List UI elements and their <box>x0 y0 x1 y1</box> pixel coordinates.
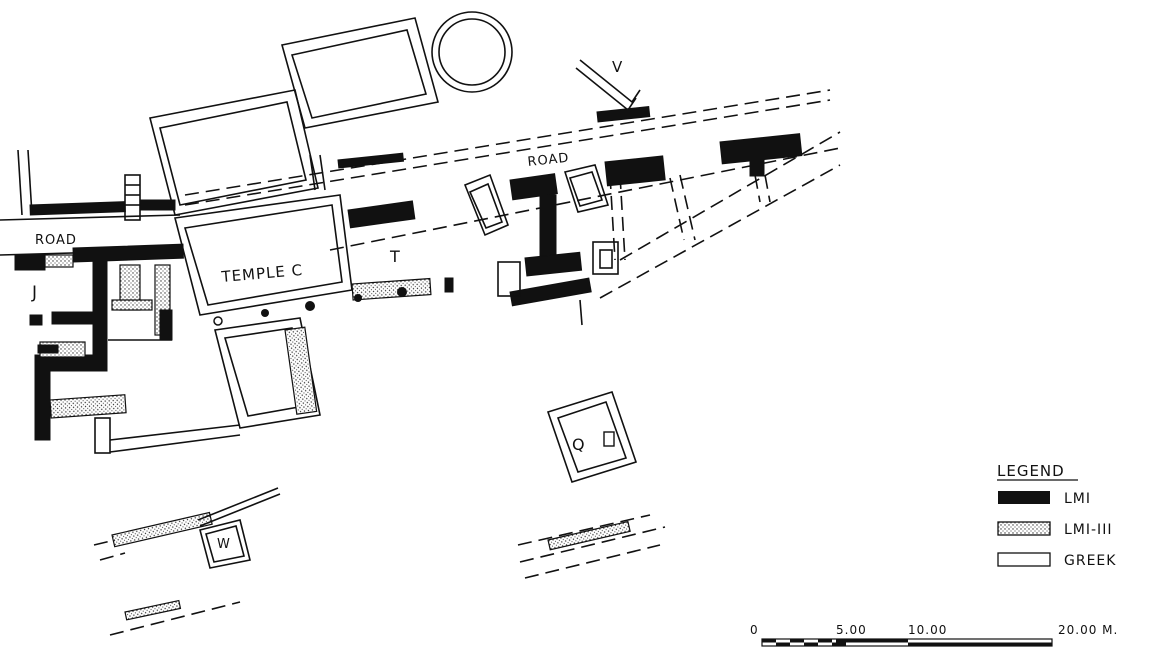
building-j <box>29 254 241 454</box>
road-label-left: ROAD <box>35 233 77 248</box>
legend-label-lmi-iii: LMI-III <box>1064 522 1112 538</box>
structure-v <box>575 59 651 123</box>
scale-tick-10: 10.00 <box>908 623 947 637</box>
temple-c <box>174 152 454 429</box>
legend-swatch-greek <box>997 552 1051 567</box>
legend-label-greek: GREEK <box>1064 553 1116 569</box>
legend: LEGEND LMI LMI-III GREEK <box>997 462 1116 569</box>
round-structure <box>431 11 513 93</box>
j-label: J <box>31 283 38 303</box>
v-label: V <box>612 58 623 76</box>
scale-tick-20: 20.00 M. <box>1058 623 1118 637</box>
legend-swatch-lmi-iii <box>997 521 1051 536</box>
road-label-right: ROAD <box>527 151 570 170</box>
q-label: Q <box>572 435 586 454</box>
structure-q <box>546 391 638 483</box>
structure-w <box>93 487 666 636</box>
central-complex <box>463 133 803 326</box>
scale-bar: 0 5.00 10.00 20.00 M. <box>750 623 1118 647</box>
greek-buildings-north <box>149 17 439 216</box>
t-label: T <box>389 247 401 266</box>
w-label: W <box>217 537 231 552</box>
legend-label-lmi: LMI <box>1064 491 1091 507</box>
left-road-walls <box>0 149 184 271</box>
legend-title: LEGEND <box>997 462 1065 480</box>
scale-tick-5: 5.00 <box>836 623 867 637</box>
scale-tick-0: 0 <box>750 623 759 637</box>
temple-c-label: TEMPLE C <box>220 261 304 286</box>
legend-swatch-lmi <box>998 491 1050 504</box>
